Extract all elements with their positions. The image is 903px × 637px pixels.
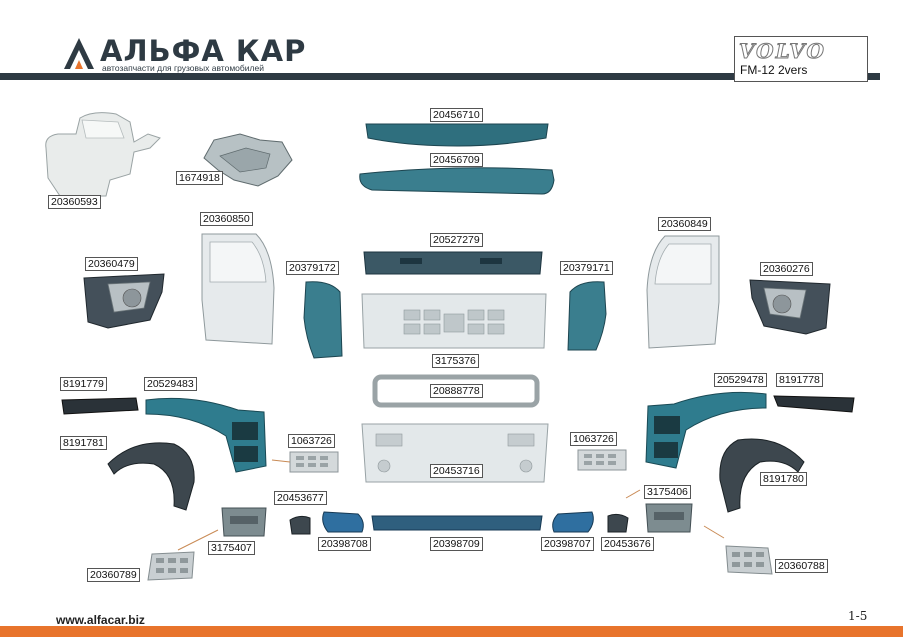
right-bumper-corner-image — [552, 511, 594, 533]
part-number-label: 20453677 — [274, 491, 327, 505]
left-door-panel-image — [83, 273, 165, 329]
brand-name: VOLVO — [739, 39, 826, 64]
part-number-label: 1063726 — [570, 432, 617, 446]
front-grille-image — [361, 293, 547, 349]
part-number-label: 1063726 — [288, 434, 335, 448]
part-number-label: 20398709 — [430, 537, 483, 551]
footer-bar — [0, 626, 903, 637]
washer-tank-image — [45, 112, 161, 197]
part-number-label: 20453716 — [430, 464, 483, 478]
right-door-image — [646, 235, 720, 349]
logo-mark-icon — [64, 38, 94, 69]
left-step-grate-image — [289, 451, 339, 473]
part-number-label: 8191779 — [60, 377, 107, 391]
left-door-image — [201, 233, 275, 345]
visor-lower-image — [359, 167, 555, 195]
right-lower-grate-image — [725, 545, 773, 575]
left-step-box-image — [221, 507, 267, 537]
sun-visor-image — [365, 123, 549, 147]
logo-text: АЛЬФА КАР — [100, 34, 307, 68]
part-number-label: 20360850 — [200, 212, 253, 226]
part-number-label: 20360789 — [87, 568, 140, 582]
website-link[interactable]: www.alfacar.biz — [56, 613, 145, 627]
part-number-label: 20456709 — [430, 153, 483, 167]
part-number-label: 20527279 — [430, 233, 483, 247]
right-door-panel-image — [749, 279, 831, 335]
part-number-label: 20379171 — [560, 261, 613, 275]
part-number-label: 1674918 — [176, 171, 223, 185]
right-mudguard-ext-image — [773, 395, 855, 413]
left-mudguard-ext-image — [61, 397, 139, 415]
left-corner-cap-image — [289, 515, 311, 535]
part-number-label: 20360593 — [48, 195, 101, 209]
part-number-label: 20360788 — [775, 559, 828, 573]
lower-bumper-strip-image — [371, 515, 543, 531]
right-step-grate-image — [577, 449, 627, 471]
part-number-label: 3175406 — [644, 485, 691, 499]
header-bar — [0, 73, 880, 80]
part-number-label: 20360849 — [658, 217, 711, 231]
grille-frame-image — [372, 374, 540, 408]
part-number-label: 8191781 — [60, 436, 107, 450]
part-number-label: 20360479 — [85, 257, 138, 271]
right-corner-cap-image — [607, 513, 629, 533]
right-step-box-image — [645, 503, 693, 533]
upper-grille-image — [363, 251, 543, 275]
right-fender-step-image — [645, 391, 767, 469]
part-number-label: 20360276 — [760, 262, 813, 276]
left-deflector-image — [303, 281, 343, 359]
part-number-label: 20398707 — [541, 537, 594, 551]
part-number-label: 20398708 — [318, 537, 371, 551]
page-number: 1-5 — [848, 609, 868, 623]
left-inner-mudguard-image — [107, 442, 195, 511]
part-number-label: 20456710 — [430, 108, 483, 122]
cover-image — [203, 133, 293, 187]
company-logo: АЛЬФА КАР автозапчасти для грузовых авто… — [62, 34, 312, 76]
model-box: VOLVO FM-12 2vers — [734, 36, 868, 82]
part-number-label: 20529483 — [144, 377, 197, 391]
part-number-label: 8191778 — [776, 373, 823, 387]
front-bumper-image — [361, 423, 549, 483]
right-inner-mudguard-image — [719, 438, 805, 513]
model-name: FM-12 2vers — [740, 63, 808, 77]
logo-subtitle: автозапчасти для грузовых автомобилей — [102, 63, 264, 73]
part-number-label: 8191780 — [760, 472, 807, 486]
left-fender-step-image — [145, 397, 267, 473]
part-number-label: 3175376 — [432, 354, 479, 368]
part-number-label: 20888778 — [430, 384, 483, 398]
part-number-label: 20453676 — [601, 537, 654, 551]
part-number-label: 3175407 — [208, 541, 255, 555]
left-bumper-corner-image — [322, 511, 364, 533]
right-deflector-image — [567, 281, 607, 351]
part-number-label: 20379172 — [286, 261, 339, 275]
part-number-label: 20529478 — [714, 373, 767, 387]
left-lower-grate-image — [147, 551, 195, 581]
